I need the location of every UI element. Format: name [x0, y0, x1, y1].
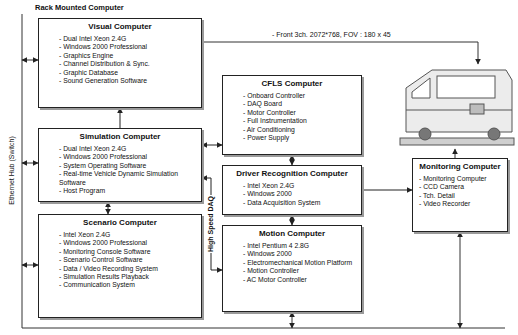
- spec-item: - Onboard Controller: [243, 92, 357, 100]
- spec-item: - Video Recorder: [419, 200, 503, 208]
- connector: [202, 178, 222, 270]
- spec-item: - Real-time Vehicle Dynamic Simulation S…: [59, 170, 197, 187]
- connector: [292, 215, 293, 225]
- ethernet-bus: [22, 14, 23, 328]
- ethernet-bus: [22, 328, 505, 329]
- video-line: [202, 42, 478, 64]
- spec-item: - Scenario Control Software: [59, 256, 197, 264]
- spec-item: - Monitoring Computer: [419, 175, 503, 183]
- spec-item: - Windows 2000 Professional: [59, 153, 197, 161]
- spec-item: - Host Program: [59, 187, 197, 195]
- computer-box: Motion Computer - Intel Pentium 4 2.8G- W…: [222, 225, 362, 312]
- video-note: - Front 3ch. 2072*768, FOV : 180 x 45: [272, 30, 391, 39]
- spec-item: - Data / Video Recording System: [59, 265, 197, 273]
- spec-item: - Windows 2000 Professional: [59, 239, 197, 247]
- spec-item: - Dual Intel Xeon 2.4G: [59, 145, 197, 153]
- box-title: Motion Computer: [227, 229, 357, 239]
- spec-item: - Data Acquisition System: [243, 199, 357, 207]
- spec-item: - CCD Camera: [419, 183, 503, 191]
- spec-item: - Windows 2000 Professional: [59, 43, 197, 51]
- spec-item: - Tch. Detail: [419, 192, 503, 200]
- ethernet-stub: [22, 60, 38, 61]
- group-label: Rack Mounted Computer: [35, 3, 124, 12]
- spec-item: - Graphic Database: [59, 69, 197, 77]
- spec-item: - Simulation Results Playback: [59, 273, 197, 281]
- spec-item: - Intel Pentium 4 2.8G: [243, 242, 357, 250]
- box-title: Driver Recognition Computer: [227, 169, 357, 179]
- box-title: Monitoring Computer: [417, 162, 503, 172]
- connector: [108, 202, 109, 214]
- spec-item: - Intel Xeon 2.4G: [59, 231, 197, 239]
- computer-box: Driver Recognition Computer - Intel Xeon …: [222, 165, 362, 215]
- computer-box: Monitoring Computer - Monitoring Computer…: [412, 158, 508, 232]
- ethernet-stub: [460, 232, 461, 328]
- spec-item: - Communication System: [59, 281, 197, 289]
- spec-item: - System Operating Software: [59, 162, 197, 170]
- spec-item: - Sound Generation Software: [59, 77, 197, 85]
- spec-item: - Power Supply: [243, 134, 357, 142]
- spec-item: - DAQ Board: [243, 100, 357, 108]
- edge-label: High Speed DAQ: [207, 195, 215, 253]
- box-title: Scenario Computer: [43, 218, 197, 228]
- computer-box: Scenario Computer - Intel Xeon 2.4G- Wind…: [38, 214, 202, 318]
- computer-box: Visual Computer - Dual Intel Xeon 2.4G- W…: [38, 18, 202, 108]
- spec-item: - Full Instrumentation: [243, 117, 357, 125]
- spec-item: - Monitoring Console Software: [59, 248, 197, 256]
- spec-item: - Windows 2000: [243, 190, 357, 198]
- spec-item: - Electromechanical Motion Platform: [243, 259, 357, 267]
- network-label: Ethernet Hub (Switch): [7, 136, 16, 204]
- box-title: Visual Computer: [43, 22, 197, 32]
- spec-item: - Windows 2000: [243, 250, 357, 258]
- connector: [362, 190, 412, 191]
- spec-item: - Air Conditioning: [243, 126, 357, 134]
- box-title: CFLS Computer: [227, 79, 357, 89]
- spec-item: - Graphics Engine: [59, 52, 197, 60]
- connector: [202, 145, 222, 146]
- spec-item: - Channel Distribution & Sync.: [59, 60, 197, 68]
- camera-line: [455, 149, 456, 158]
- spec-item: - AC Motor Controller: [243, 276, 357, 284]
- connector: [120, 108, 121, 128]
- spec-item: - Intel Xeon 2.4G: [243, 182, 357, 190]
- ethernet-stub: [292, 312, 293, 328]
- simulator-illustration: [400, 70, 514, 145]
- box-title: Simulation Computer: [43, 132, 197, 142]
- computer-box: CFLS Computer - Onboard Controller- DAQ B…: [222, 75, 362, 155]
- spec-item: - Motion Controller: [243, 267, 357, 275]
- spec-item: - Motor Controller: [243, 109, 357, 117]
- spec-item: - Dual Intel Xeon 2.4G: [59, 35, 197, 43]
- ethernet-stub: [22, 163, 38, 164]
- ethernet-stub: [22, 265, 38, 266]
- computer-box: Simulation Computer - Dual Intel Xeon 2.4…: [38, 128, 202, 202]
- connector: [292, 155, 293, 165]
